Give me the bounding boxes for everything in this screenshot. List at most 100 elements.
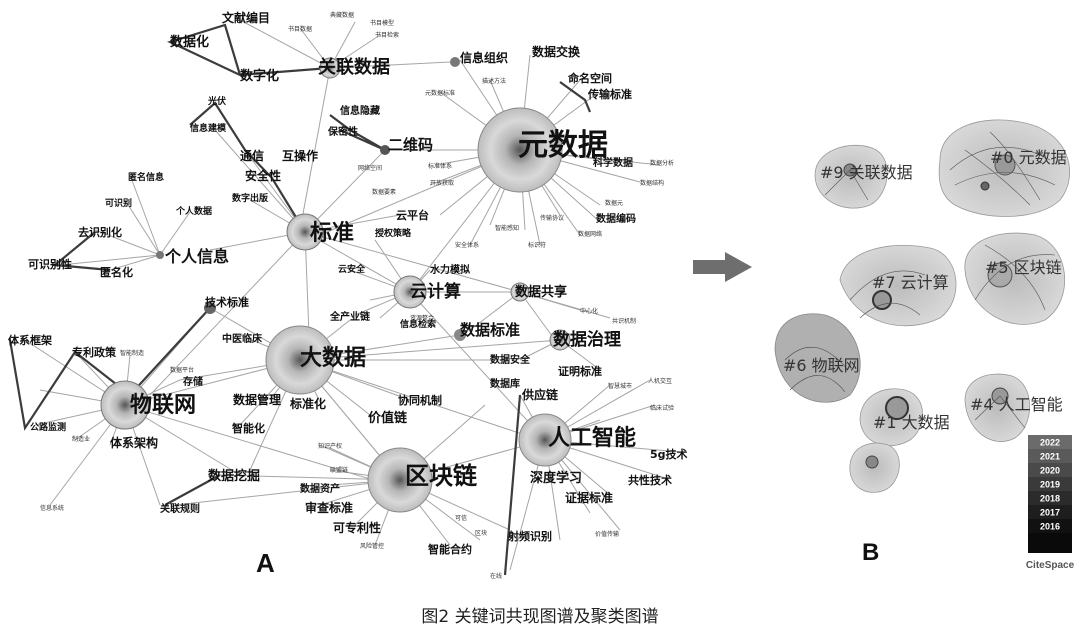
kw-tcm: 中医临床: [222, 332, 263, 345]
cluster-label-6: #6 物联网: [783, 356, 860, 375]
kw-deep-learning: 深度学习: [530, 470, 582, 486]
kw-anon-info: 匿名信息: [128, 171, 164, 183]
panel-a-label: A: [256, 548, 275, 578]
kw-proof-std: 证明标准: [558, 364, 602, 378]
kw-namespace: 命名空间: [567, 71, 612, 85]
legend-swatch-2016: [1028, 519, 1072, 533]
kw-small-23: 人机交互: [648, 377, 672, 385]
kw-interop: 互操作: [282, 148, 318, 163]
kw-transfer-std: 传输标准: [587, 87, 632, 101]
kw-small-12: 智能感知: [495, 224, 519, 232]
node-iot: [100, 380, 150, 430]
panel-b-label: B: [862, 539, 879, 566]
kw-datafication: 数据化: [170, 34, 209, 50]
kw-small-15: 传输协议: [540, 214, 564, 222]
kw-patentability: 可专利性: [333, 520, 381, 535]
node-qrcode: [380, 145, 390, 155]
cluster-label-4: #4 人工智能: [970, 395, 1063, 414]
legend-year-2017: 2017: [1040, 508, 1060, 518]
cluster-map: #0 元数据 #9 关联数据 #7 云计算 #5 区块链 #6 物联网 #1 大…: [774, 119, 1071, 493]
node-tech-std: [204, 302, 216, 314]
arrow-icon: [693, 252, 752, 282]
kw-cloud-sec: 云安全: [338, 263, 366, 275]
kw-qrcode: 二维码: [388, 136, 433, 154]
kw-info-hiding: 信息隐藏: [340, 104, 380, 117]
network-edges: [24, 19, 681, 571]
node-data-gov: [549, 329, 571, 351]
cluster-blob-9: [814, 144, 888, 209]
cluster-label-5: #5 区块链: [985, 258, 1062, 277]
kw-full-chain: 全产业链: [329, 310, 371, 323]
kw-rfid: 射频识别: [507, 529, 552, 543]
kw-personal-info: 个人信息: [164, 247, 229, 266]
kw-road-monitor: 公路监测: [30, 421, 66, 433]
kw-small-28: 知识产权: [318, 442, 342, 450]
kw-intelligent: 智能化: [232, 421, 265, 435]
kw-common-tech: 共性技术: [628, 473, 672, 487]
kw-small-27: 联盟链: [330, 466, 348, 474]
legend-year-2021: 2021: [1040, 452, 1060, 462]
kw-architecture: 体系架构: [110, 435, 158, 450]
kw-small-21: 中心化: [580, 307, 598, 315]
kw-5g: 5g技术: [650, 447, 688, 461]
kw-small-7: 数据网络: [578, 230, 602, 238]
kw-small-33: 数据要素: [372, 188, 396, 196]
node-blockchain: [367, 447, 433, 513]
kw-blockchain: 区块链: [405, 462, 478, 490]
legend-swatch-2022: [1028, 435, 1072, 449]
kw-data-exchange: 数据交换: [532, 44, 581, 59]
kw-data-gov: 数据治理: [553, 329, 621, 350]
kw-standard: 标准: [310, 220, 354, 246]
node-info-org: [450, 57, 460, 67]
kw-small-14: 标识符: [528, 241, 546, 249]
kw-pv: 光伏: [207, 95, 226, 107]
kw-patent-policy: 专利政策: [72, 345, 117, 359]
node-bigdata: [265, 325, 335, 395]
kw-storage: 存储: [183, 375, 203, 388]
node-standard: [286, 213, 324, 251]
legend-year-2016: 2016: [1040, 522, 1060, 532]
kw-small-30: 价值传输: [595, 530, 619, 538]
kw-data-sharing: 数据共享: [515, 284, 567, 300]
legend-swatch-2020: [1028, 463, 1072, 477]
kw-hydro: 水力模拟: [429, 263, 470, 276]
legend-year-2019: 2019: [1040, 480, 1060, 490]
kw-small-31: 在线: [490, 572, 502, 580]
kw-review-std: 审查标准: [305, 500, 353, 515]
legend-year-2022: 2022: [1040, 438, 1060, 448]
node-data-sharing: [510, 282, 530, 302]
kw-small-24: 共识机制: [612, 317, 636, 325]
cluster-label-7: #7 云计算: [872, 273, 949, 292]
kw-data-std: 数据标准: [460, 321, 520, 339]
kw-small-8: 数据结构: [640, 179, 664, 187]
node-personal-info: [156, 251, 164, 259]
kw-small-17: 制造业: [72, 435, 90, 443]
kw-secrecy: 保密性: [327, 125, 358, 138]
kw-communication: 通信: [240, 148, 264, 163]
kw-data-mining: 数据挖掘: [208, 468, 260, 484]
kw-info-model: 信息建模: [190, 122, 227, 134]
kw-small-34: 资源整合: [410, 314, 434, 322]
node-metadata: [477, 107, 563, 193]
kw-bigdata: 大数据: [300, 345, 366, 371]
kw-small-32: 区块: [475, 529, 487, 537]
kw-framework: 体系框架: [8, 333, 52, 347]
node-ai: [518, 413, 572, 467]
kw-anonymize: 匿名化: [100, 265, 133, 279]
kw-data-encode: 数据编码: [596, 212, 636, 225]
kw-identifiable: 可识别: [105, 197, 132, 209]
node-linked-data: [319, 57, 341, 79]
legend-brand: CiteSpace: [1026, 560, 1075, 571]
cluster-blob-7: [839, 245, 957, 327]
kw-small-13: 安全体系: [455, 241, 479, 249]
kw-ai: 人工智能: [548, 425, 636, 451]
node-data-std: [454, 329, 466, 341]
kw-small-29: 风险管控: [360, 542, 384, 550]
kw-metadata: 元数据: [518, 128, 608, 163]
kw-tech-std: 技术标准: [205, 295, 249, 309]
legend-swatch-2018: [1028, 491, 1072, 505]
network-edges-strong: [8, 23, 592, 576]
kw-cloud-platform: 云平台: [396, 208, 429, 222]
